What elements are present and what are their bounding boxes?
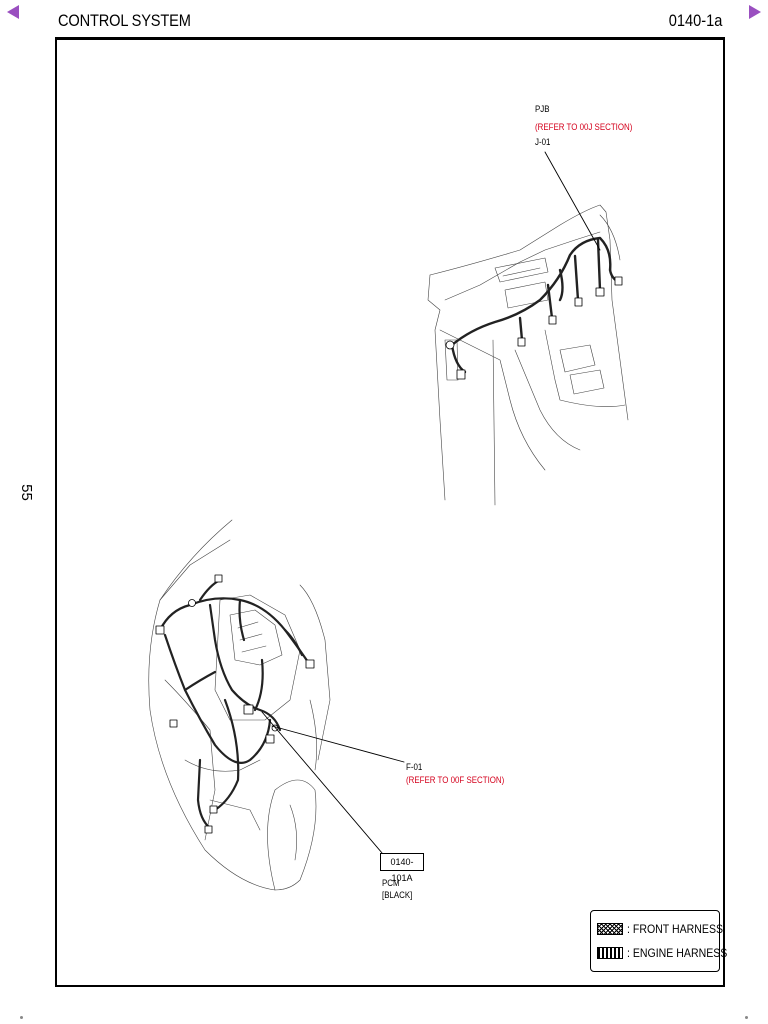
engine-harness-swatch — [597, 947, 623, 959]
section-code: 0140-1a — [668, 11, 722, 30]
f01-leader — [271, 725, 405, 763]
next-page-icon[interactable] — [748, 4, 762, 20]
pcm-color: [BLACK] — [382, 890, 413, 900]
f01-reference: (REFER TO 00F SECTION) — [406, 775, 505, 785]
legend-engine-text: : ENGINE HARNESS — [627, 946, 728, 960]
prev-page-icon[interactable] — [6, 4, 20, 20]
engine-bay-drawing — [148, 519, 331, 891]
corner-mark — [20, 1016, 23, 1019]
pcm-label: PCM — [382, 878, 400, 888]
harness-legend: : FRONT HARNESS : ENGINE HARNESS — [590, 910, 727, 972]
diagram-frame — [55, 37, 725, 987]
corner-mark — [745, 1016, 748, 1019]
legend-front: : FRONT HARNESS — [597, 921, 736, 937]
j01-label: J-01 — [535, 137, 551, 147]
pjb-label: PJB — [535, 104, 550, 114]
legend-engine: : ENGINE HARNESS — [597, 945, 741, 961]
front-harness-swatch — [597, 923, 623, 935]
page-title: CONTROL SYSTEM — [58, 11, 191, 30]
pjb-reference: (REFER TO 00J SECTION) — [535, 122, 633, 132]
pcm-leader — [261, 711, 383, 854]
engine-harness — [158, 578, 312, 830]
j01-leader — [544, 151, 601, 251]
f01-label: F-01 — [406, 762, 423, 772]
pcm-connector-code: 0140-101A — [380, 853, 424, 883]
dashboard-harness — [450, 236, 622, 374]
legend-front-text: : FRONT HARNESS — [627, 922, 724, 936]
